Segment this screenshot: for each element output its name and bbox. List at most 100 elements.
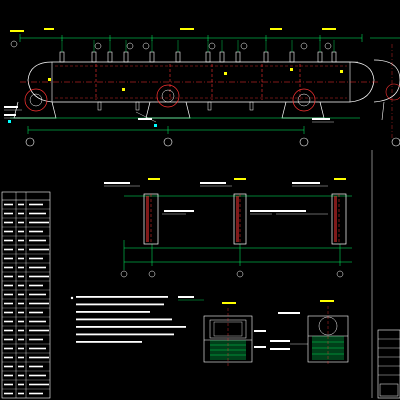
nozzle-table-cell-mark: [29, 212, 46, 215]
nozzle-table-cell-mark: [4, 329, 13, 332]
manhole-right-inner: [297, 93, 311, 107]
notes-line: [76, 326, 186, 328]
top-dimension-ticks: [19, 34, 363, 42]
nozzle-table-cell-mark: [18, 266, 24, 269]
title-block: [377, 329, 400, 399]
nozzle-table-cell-mark: [29, 365, 43, 368]
title-block-rows: [378, 338, 400, 376]
nozzle-table-cell-mark: [4, 266, 13, 269]
nozzle-table-cell-mark: [29, 266, 46, 269]
nozzle-table-cell-mark: [4, 230, 13, 233]
manhole-left: [24, 88, 48, 112]
tank-elevation-view: [4, 28, 400, 147]
nozzle-table-text: [4, 203, 49, 395]
nozzle-table-cell-mark: [29, 392, 43, 395]
nozzle-table-cell-mark: [4, 275, 13, 278]
section-detail-1: [178, 296, 266, 366]
nozzle-table-cell-mark: [29, 239, 46, 242]
nozzle-table-cell-mark: [4, 320, 13, 323]
nozzle-table: [1, 191, 51, 399]
internal-baffles: [95, 64, 301, 100]
side-leaders: [4, 61, 358, 123]
nozzle-table-cell-mark: [29, 293, 46, 296]
nozzle-table-cell-mark: [29, 257, 43, 260]
nozzle-table-cell-mark: [18, 329, 24, 332]
nozzle-table-cell-mark: [4, 239, 13, 242]
nozzle-table-cell-mark: [29, 275, 49, 278]
nozzle-table-cell-mark: [29, 347, 46, 350]
nozzle-table-cell-mark: [29, 329, 49, 332]
support-grid-balloons: [25, 137, 400, 147]
notes-line: [76, 296, 168, 298]
nozzle-table-cell-mark: [4, 284, 13, 287]
nozzle-table-cell-mark: [18, 212, 24, 215]
notes-line: [76, 333, 174, 336]
nozzle-table-cell-mark: [4, 392, 13, 395]
nozzle-table-cell-mark: [18, 383, 24, 386]
nozzle-table-cell-mark: [29, 203, 43, 206]
notes-line: [76, 341, 142, 343]
left-head: [27, 61, 53, 103]
nozzle-table-cell-mark: [4, 212, 13, 215]
shell-markers: [48, 68, 343, 91]
nozzle-table-cell-mark: [18, 284, 24, 287]
nozzle-table-cell-mark: [18, 293, 24, 296]
nozzle-table-cell-mark: [18, 365, 24, 368]
nozzle-table-cell-mark: [29, 374, 46, 377]
saddle-detail-3: [276, 178, 347, 245]
saddle-detail-1: [104, 178, 194, 245]
manhole-right: [292, 88, 316, 112]
nozzle-table-cell-mark: [29, 230, 43, 233]
notes-line: [76, 303, 164, 306]
nozzle-table-cell-mark: [29, 320, 46, 323]
nozzle-table-cell-mark: [29, 356, 49, 359]
nozzle-table-cell-mark: [4, 338, 13, 341]
nozzle-table-cell-mark: [4, 311, 13, 314]
top-annotation-marks: [10, 28, 336, 32]
bottom-dimension-ticks: [27, 126, 305, 134]
nozzle-table-cell-mark: [4, 293, 13, 296]
nozzle-table-cell-mark: [4, 302, 13, 305]
nozzle-table-cell-mark: [4, 383, 13, 386]
nozzle-table-cell-mark: [18, 302, 24, 305]
nozzle-table-cell-mark: [4, 356, 13, 359]
nozzle-table-cell-mark: [18, 356, 24, 359]
end-view-outline: [373, 59, 400, 103]
nozzle-table-cell-mark: [18, 230, 24, 233]
manhole-center-inner: [161, 89, 175, 103]
saddle-detail-balloons: [120, 270, 344, 278]
nozzle-table-cell-mark: [18, 311, 24, 314]
nozzle-table-cell-mark: [18, 248, 24, 251]
side-annotation-marks: [4, 106, 330, 120]
nozzle-table-cell-mark: [18, 320, 24, 323]
nozzle-table-cell-mark: [4, 203, 13, 206]
saddle-supports: [13, 101, 325, 119]
nozzle-table-cell-mark: [29, 221, 49, 224]
top-nozzles: [59, 51, 337, 63]
bottom-nozzles: [97, 101, 254, 111]
saddle-detail-views: [104, 178, 352, 278]
saddle-detail-ticks: [151, 244, 341, 266]
nozzle-table-cell-mark: [4, 374, 13, 377]
nozzle-table-cell-mark: [18, 221, 24, 224]
nozzle-table-cell-mark: [18, 347, 24, 350]
nozzle-table-cell-mark: [18, 338, 24, 341]
nozzle-table-cell-mark: [18, 275, 24, 278]
notes-line: [76, 318, 172, 321]
nozzle-table-cell-mark: [18, 374, 24, 377]
nozzle-leaders: [61, 40, 335, 52]
title-block-frame: [377, 329, 400, 399]
title-block-stamp: [379, 383, 399, 397]
nozzle-table-rows: [2, 208, 50, 390]
nozzle-table-cell-mark: [18, 203, 24, 206]
cyan-markers: [8, 120, 157, 127]
saddle-detail-2: [200, 178, 276, 245]
nozzle-table-cell-mark: [4, 365, 13, 368]
nozzle-table-cell-mark: [29, 302, 49, 305]
nozzle-table-cell-mark: [4, 221, 13, 224]
nozzle-table-cell-mark: [18, 392, 24, 395]
manhole-left-inner: [29, 93, 43, 107]
nozzle-table-cell-mark: [4, 347, 13, 350]
nozzle-table-cell-mark: [4, 257, 13, 260]
